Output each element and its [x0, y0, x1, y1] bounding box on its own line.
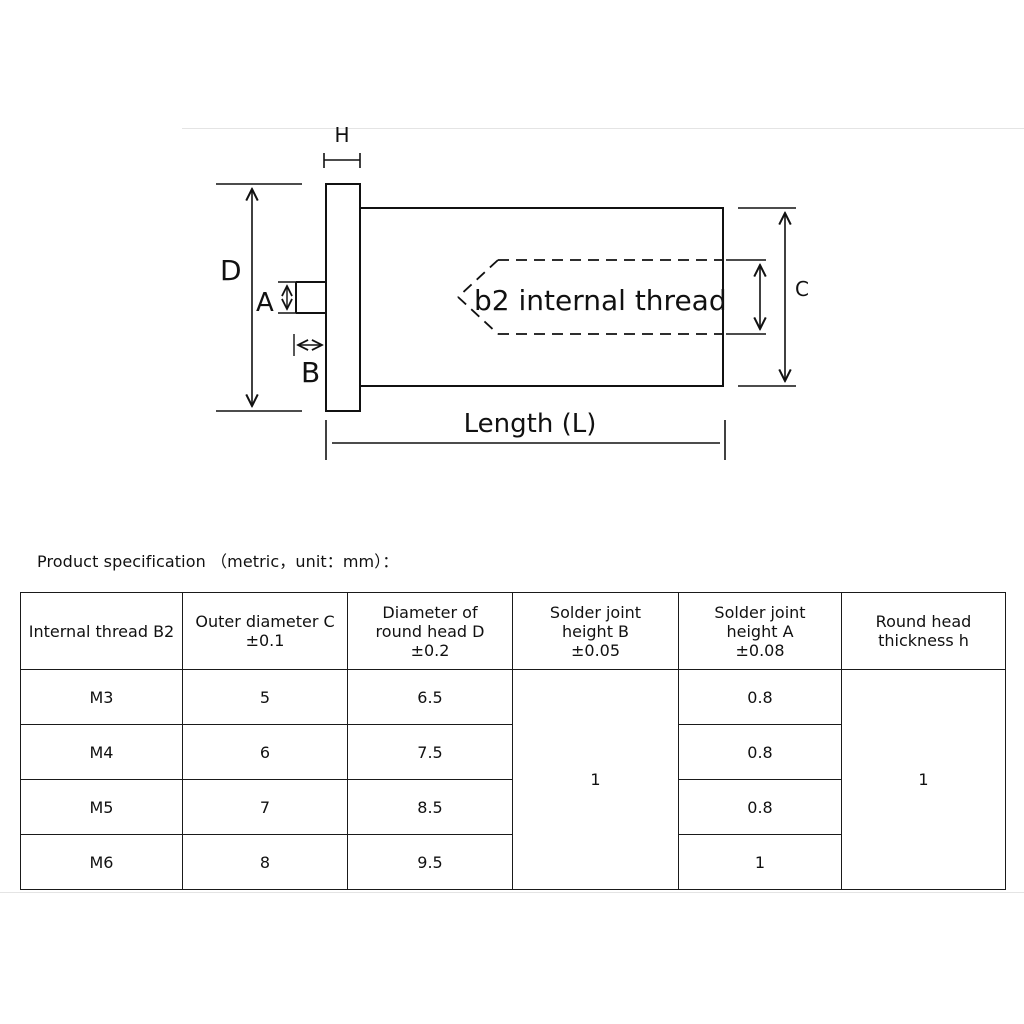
table-header-row: Internal thread B2 Outer diameter C ±0.1…	[20, 592, 1006, 670]
internal-thread-outline	[457, 259, 723, 335]
dimension-b	[293, 334, 322, 356]
cell-outer-c: 6	[182, 724, 348, 780]
cell-head-d: 9.5	[347, 834, 513, 890]
dimension-a	[278, 281, 296, 314]
top-divider	[182, 128, 1024, 129]
part-diagram: H b2 internal thread D A B	[216, 123, 809, 460]
table-row: M4 6 7.5 0.8	[20, 724, 1006, 780]
label-a: A	[256, 288, 274, 318]
header-height-b: Solder joint height B ±0.05	[512, 592, 679, 670]
cell-height-a: 0.8	[678, 779, 842, 835]
cell-height-a: 0.8	[678, 669, 842, 725]
header-head-diameter: Diameter of round head D ±0.2	[347, 592, 513, 670]
dimension-thread-diameter	[726, 259, 766, 335]
cell-outer-c: 7	[182, 779, 348, 835]
table-row: M6 8 9.5 1	[20, 834, 1006, 890]
cell-thread: M3	[20, 669, 183, 725]
table-row: M3 5 6.5 1 0.8 1	[20, 669, 1006, 890]
round-head	[325, 183, 361, 412]
cell-head-d: 6.5	[347, 669, 513, 725]
label-b: B	[301, 356, 320, 389]
cell-thread: M4	[20, 724, 183, 780]
spec-table: Internal thread B2 Outer diameter C ±0.1…	[20, 592, 1006, 890]
cell-height-a: 0.8	[678, 724, 842, 780]
cell-thread: M6	[20, 834, 183, 890]
header-height-a: Solder joint height A ±0.08	[678, 592, 842, 670]
cell-height-a: 1	[678, 834, 842, 890]
label-c: C	[795, 277, 809, 301]
spec-caption: Product specification （metric，unit：mm）：	[37, 552, 399, 571]
dimension-d	[216, 183, 302, 412]
dimension-length	[325, 420, 726, 460]
bottom-divider	[0, 892, 1024, 893]
cell-outer-c: 5	[182, 669, 348, 725]
dimension-c	[738, 207, 796, 387]
table-row: M5 7 8.5 0.8	[20, 779, 1006, 835]
cell-outer-c: 8	[182, 834, 348, 890]
label-h: H	[334, 123, 349, 147]
cell-height-b-merged: 1	[512, 669, 679, 890]
header-outer-diameter: Outer diameter C ±0.1	[182, 592, 348, 670]
cell-thread: M5	[20, 779, 183, 835]
body-cylinder	[359, 207, 724, 387]
cell-thickness-h-merged: 1	[841, 669, 1006, 890]
solder-joint	[295, 281, 326, 314]
header-head-thickness: Round head thickness h	[841, 592, 1006, 670]
cell-head-d: 7.5	[347, 724, 513, 780]
label-d: D	[220, 254, 242, 287]
dimension-h	[323, 153, 361, 168]
header-internal-thread: Internal thread B2	[20, 592, 183, 670]
cell-head-d: 8.5	[347, 779, 513, 835]
label-length: Length (L)	[464, 409, 597, 439]
thread-label: b2 internal thread	[474, 284, 727, 317]
